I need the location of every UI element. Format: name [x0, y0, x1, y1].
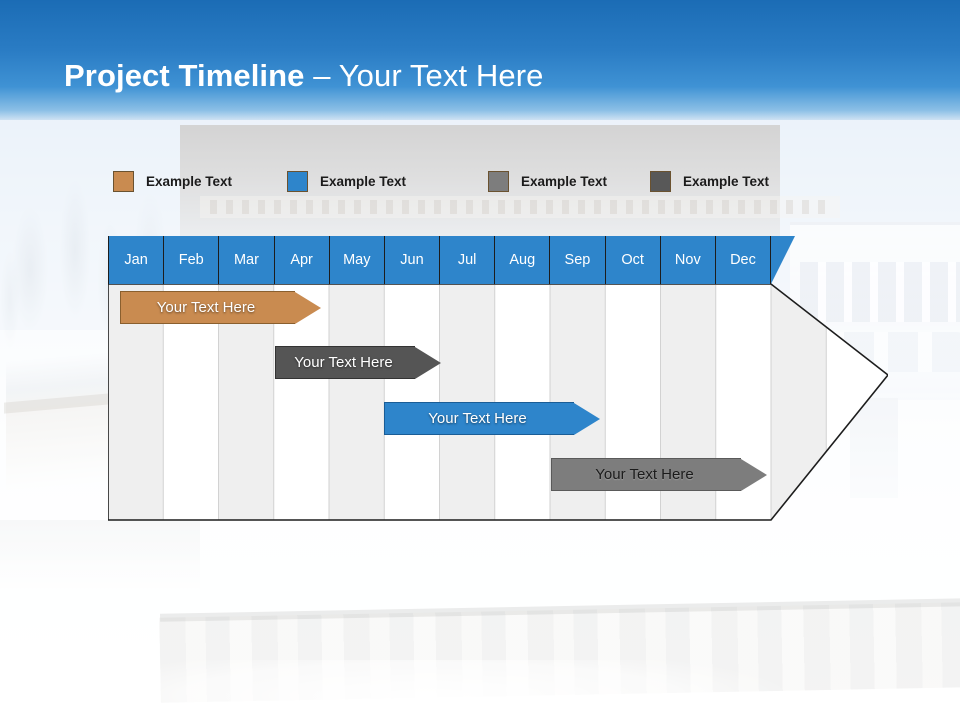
timeline-task-bar[interactable]: Your Text Here: [384, 402, 600, 435]
timeline-task-bar[interactable]: Your Text Here: [551, 458, 767, 491]
legend-item[interactable]: Example Text: [650, 168, 769, 194]
month-header-cell[interactable]: Aug: [495, 236, 551, 284]
legend-item[interactable]: Example Text: [113, 168, 232, 194]
month-header-cell[interactable]: Apr: [274, 236, 330, 284]
timeline-task-bar[interactable]: Your Text Here: [275, 346, 441, 379]
month-header-cell[interactable]: Jan: [108, 236, 165, 284]
month-header-cell[interactable]: Dec: [715, 236, 772, 284]
legend-item-label: Example Text: [683, 173, 770, 189]
timeline-task-bar-label: Your Text Here: [275, 346, 415, 379]
legend-item-label: Example Text: [146, 173, 233, 189]
timeline-task-bar-label: Your Text Here: [551, 458, 741, 491]
month-header-cell[interactable]: May: [329, 236, 385, 284]
page-title: Project Timeline – Your Text Here: [64, 58, 543, 94]
page-title-separator: –: [313, 58, 339, 93]
timeline-task-bar-arrow-tip: [574, 402, 600, 435]
legend-item[interactable]: Example Text: [488, 168, 607, 194]
page-title-light: Your Text Here: [338, 58, 544, 93]
legend-item[interactable]: Example Text: [287, 168, 406, 194]
month-header-cell[interactable]: Mar: [219, 236, 275, 284]
legend-color-swatch: [113, 170, 134, 192]
legend-item-label: Example Text: [320, 173, 407, 189]
timeline-task-bar-arrow-tip: [741, 458, 767, 491]
header-band: [0, 0, 960, 120]
legend-color-swatch: [287, 170, 308, 192]
timeline-task-bar-arrow-tip: [415, 346, 441, 379]
legend: Example Text Example Text Example Text Exam…: [110, 168, 830, 198]
month-header-cell[interactable]: Jul: [440, 236, 496, 284]
legend-color-swatch: [650, 170, 671, 192]
legend-color-swatch: [488, 170, 509, 192]
timeline-task-bar-label: Your Text Here: [384, 402, 574, 435]
month-header-cell[interactable]: Nov: [660, 236, 716, 284]
legend-item-label: Example Text: [521, 173, 608, 189]
page-title-strong: Project Timeline: [64, 58, 314, 93]
timeline-column-band: [329, 284, 385, 520]
month-header-cell[interactable]: Feb: [164, 236, 220, 284]
timeline-task-bar[interactable]: Your Text Here: [120, 291, 321, 324]
month-header-cell[interactable]: Sep: [550, 236, 606, 284]
timeline-task-bar-label: Your Text Here: [120, 291, 295, 324]
timeline-header-arrow-tip: [771, 236, 795, 284]
month-header-cell[interactable]: Jun: [384, 236, 441, 284]
timeline-task-bar-arrow-tip: [295, 291, 321, 324]
month-header-cell[interactable]: Oct: [605, 236, 661, 284]
